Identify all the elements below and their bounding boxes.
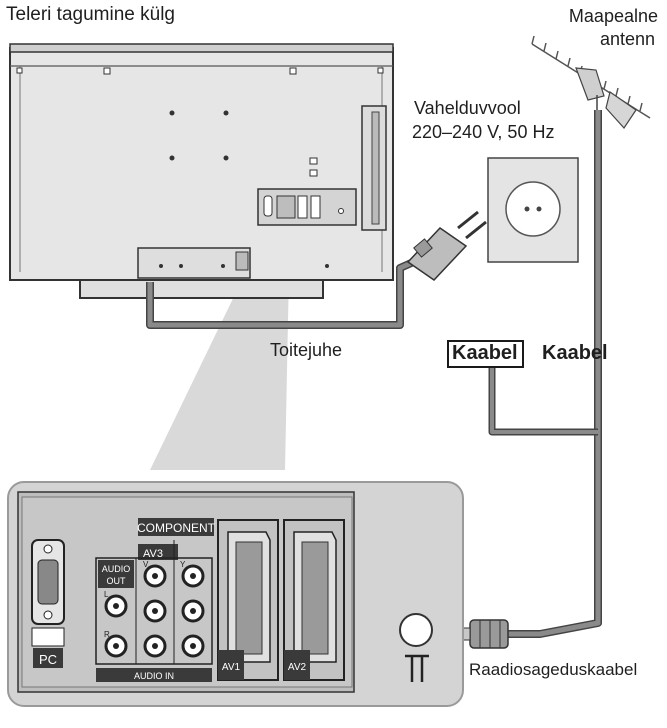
av3-jacks: V [143,560,167,658]
av2-scart: AV2 [283,519,345,681]
mains-label-line2: 220–240 V, 50 Hz [412,122,555,142]
av1-scart: AV1 [217,519,279,681]
tv-back-panel [9,47,394,281]
connector-panel: PC COMPONENT AV3 AUDIO OUT L R [7,481,464,707]
audio-out-jacks: L R [104,590,128,658]
power-cord-label: Toitejuhe [270,340,343,360]
audio-in-label: AUDIO IN [134,671,174,681]
jack-v-label: V [143,560,149,569]
cable-label-boxed: Kaabel [447,340,524,368]
power-plug [406,210,487,281]
jack-r-label: R [104,630,110,639]
terrestrial-antenna [531,35,651,165]
av1-label: AV1 [222,662,241,673]
pc-label: PC [39,652,57,667]
jack-y-label: Y [180,560,186,569]
rf-cable-label: Raadiosageduskaabel [469,660,638,679]
component-jacks: Y [180,560,205,658]
audio-out-label-1: AUDIO [102,564,131,574]
aerial-input [399,613,433,682]
wall-outlet [487,157,579,263]
audio-out-label-2: OUT [107,576,127,586]
aerial-symbol-icon [405,654,429,682]
component-label: COMPONENT [137,521,216,535]
av3-label: AV3 [143,548,163,560]
mains-label-line1: Vahelduvvool [414,98,521,118]
antenna-label-line2: antenn [599,29,655,49]
cable-label: Kaabel [542,342,608,364]
av2-label: AV2 [288,662,307,673]
antenna-label-line1: Maapealne [568,6,658,26]
tv-rear-label: Teleri tagumine külg [6,4,175,25]
jack-l-label: L [104,590,109,599]
tv-rear [9,43,394,299]
pc-port: PC [31,539,65,668]
